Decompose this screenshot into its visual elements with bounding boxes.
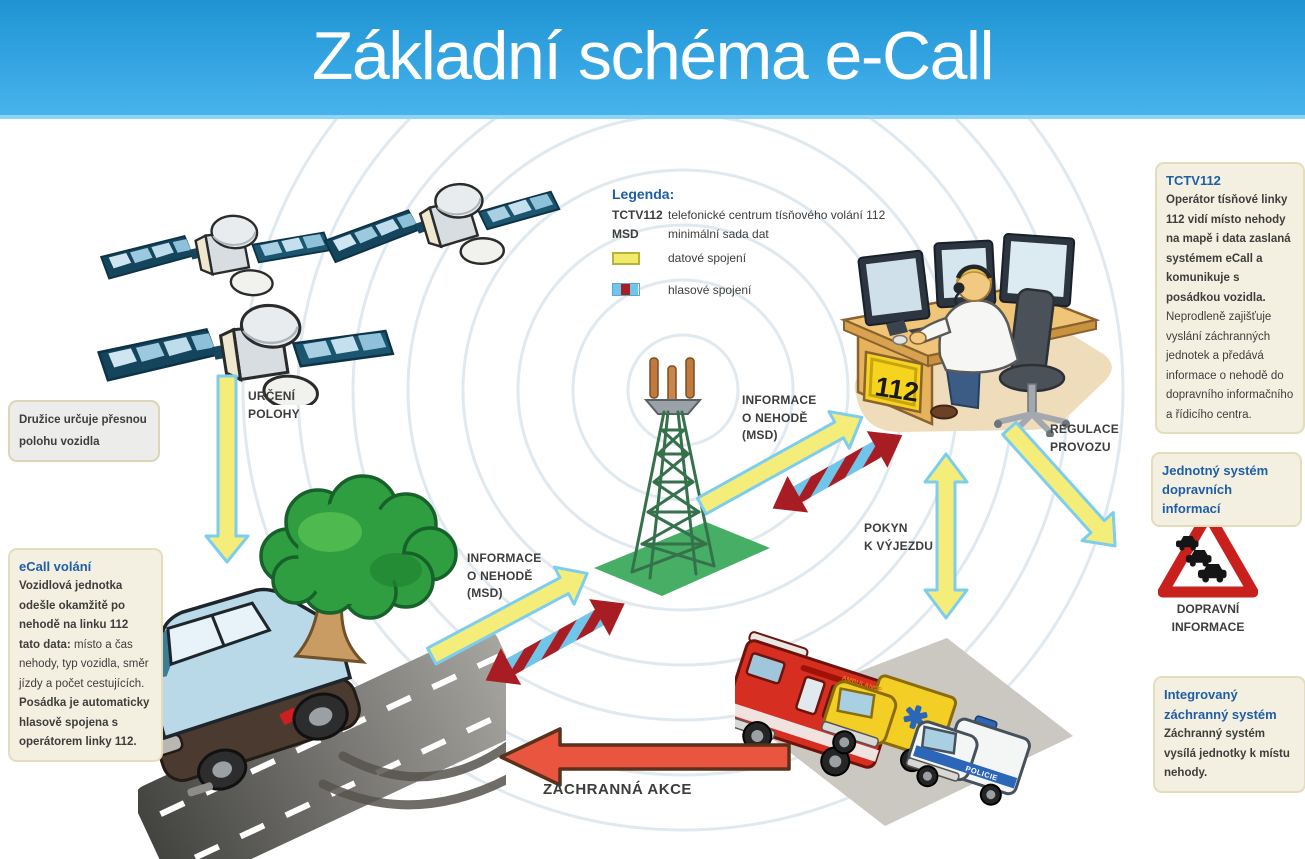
tower-lattice: [630, 410, 716, 580]
position-fix-arrow: [204, 374, 250, 564]
legend-row-voice-link: hlasové spojení: [612, 283, 885, 297]
traffic-warning-sign-icon: [1158, 508, 1258, 598]
izs-note-box: Integrovaný záchranný systém Záchranný s…: [1153, 676, 1305, 793]
sign-112-text: 112: [873, 371, 921, 407]
ecall-note-box: eCall volání Vozidlová jednotka odešle o…: [8, 548, 163, 762]
mouse-icon: [892, 334, 908, 346]
tower-base: [594, 522, 770, 596]
legend-row-tctv: TCTV112 telefonické centrum tísňového vo…: [612, 208, 885, 222]
car-queue-glyph: [1176, 536, 1227, 583]
voice-link-swatch: [612, 283, 640, 297]
transmission-tower-icon: [594, 357, 770, 596]
crashed-car-icon: [144, 587, 361, 797]
legend-row-msd: MSD minimální sada dat: [612, 227, 885, 241]
header-banner: Základní schéma e-Call: [0, 0, 1305, 119]
page-title: Základní schéma e-Call: [311, 18, 995, 94]
accident-data-arrow-car-tower: [419, 552, 600, 677]
legend-desc: minimální sada dat: [668, 227, 769, 241]
ecall-note-text: Vozidlová jednotka odešle okamžitě po ne…: [19, 580, 150, 748]
legend-term: MSD: [612, 227, 639, 241]
legend-desc: telefonické centrum tísňového volání 112: [668, 208, 886, 222]
emergency-sign-112: 112: [862, 350, 924, 414]
rescue-action-arrow: [496, 724, 794, 790]
voice-link-arrow-tower-tctv: [758, 412, 918, 532]
legend-desc: hlasové spojení: [668, 283, 752, 298]
flow-label-accident-info-car: INFORMACE O NEHODĚ (MSD): [467, 551, 542, 600]
antennas-icon: [649, 357, 695, 403]
satellite-note-box: Družice určuje přesnou polohu vozidla: [8, 400, 160, 462]
star-of-life-icon: [903, 705, 928, 729]
ecall-note-title: eCall volání: [19, 559, 92, 574]
tctv-note-title: TCTV112: [1166, 173, 1221, 188]
accident-data-arrow-tower-tctv: [689, 396, 875, 527]
emergency-vehicles-scene: AMBULANCE POLICIE: [735, 631, 1073, 826]
tree-icon: [259, 474, 458, 664]
traffic-regulation-arrow: [991, 412, 1134, 563]
legend-row-data-link: datové spojení: [612, 251, 885, 266]
police-van-icon: POLICIE: [905, 715, 1031, 806]
legend: Legenda: TCTV112 telefonické centrum tís…: [612, 186, 885, 297]
legend-term: TCTV112: [612, 208, 663, 222]
flow-label-accident-info-tctv: INFORMACE O NEHODĚ (MSD): [742, 393, 817, 442]
office-chair-icon: [994, 288, 1070, 437]
operator-scene: 112: [839, 232, 1112, 437]
tctv-note-box: TCTV112 Operátor tísňové linky 112 vidí …: [1155, 162, 1305, 434]
legend-desc: datové spojení: [668, 251, 747, 265]
satellites-group: [93, 179, 563, 405]
flow-label-traffic-regulation: REGULACE PROVOZU: [1050, 422, 1119, 454]
traffic-sign-caption: DOPRAVNÍ INFORMACE: [1171, 602, 1245, 634]
izs-note-title: Integrovaný záchranný systém: [1164, 687, 1277, 722]
crash-scene: [138, 474, 506, 859]
voice-link-arrow-car-tower: [471, 580, 640, 704]
data-link-swatch: [612, 252, 640, 266]
headset-icon: [955, 264, 993, 279]
tctv-note-text: Operátor tísňové linky 112 vidí místo ne…: [1166, 194, 1294, 421]
flow-label-position-fix: URČENÍ POLOHY: [248, 389, 300, 421]
flow-label-dispatch-order: POKYN K VÝJEZDU: [864, 521, 934, 553]
dispatch-order-arrow: [923, 452, 969, 620]
legend-title: Legenda:: [612, 186, 675, 202]
satellite-icon: [98, 205, 334, 302]
jsdi-box: Jednotný systém dopravních informací: [1151, 452, 1302, 527]
flow-label-rescue-action: ZÁCHRANNÁ AKCE: [543, 781, 692, 798]
izs-note-text: Záchranný systém vysílá jednotky k místu…: [1164, 728, 1290, 779]
satellite-icon: [321, 179, 563, 271]
operator-avatar: [909, 264, 1020, 420]
